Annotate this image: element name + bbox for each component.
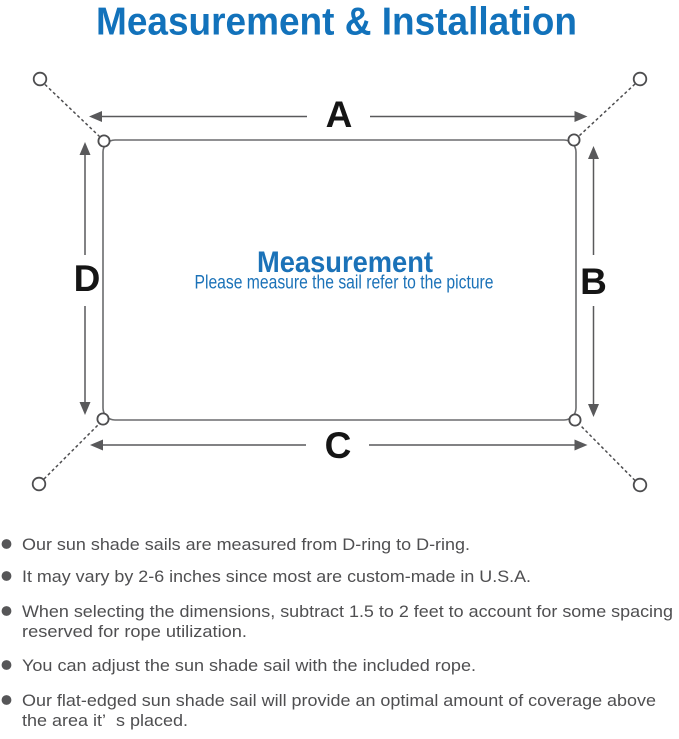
svg-text:It may vary by 2-6 inches sinc: It may vary by 2-6 inches since most are…: [22, 567, 531, 586]
svg-text:Our flat-edged sun shade sail: Our flat-edged sun shade sail will provi…: [22, 691, 656, 710]
svg-text:When selecting the dimensions,: When selecting the dimensions, subtract …: [22, 602, 673, 621]
svg-text:Measurement: Measurement: [257, 246, 433, 279]
svg-text:reserved for rope utilization.: reserved for rope utilization.: [22, 622, 247, 641]
svg-text:D: D: [74, 258, 101, 299]
svg-text:Measurement & Installation: Measurement & Installation: [96, 1, 577, 44]
svg-text:the area it’ s placed.: the area it’ s placed.: [22, 711, 188, 730]
svg-text:B: B: [580, 261, 607, 302]
svg-text:Our sun shade sails are measur: Our sun shade sails are measured from D-…: [22, 535, 470, 554]
svg-text:C: C: [325, 425, 352, 466]
svg-text:You can adjust the sun shade s: You can adjust the sun shade sail with t…: [22, 656, 476, 675]
svg-text:A: A: [326, 94, 353, 135]
svg-text:Please measure the sail refer: Please measure the sail refer to the pic…: [195, 273, 494, 294]
